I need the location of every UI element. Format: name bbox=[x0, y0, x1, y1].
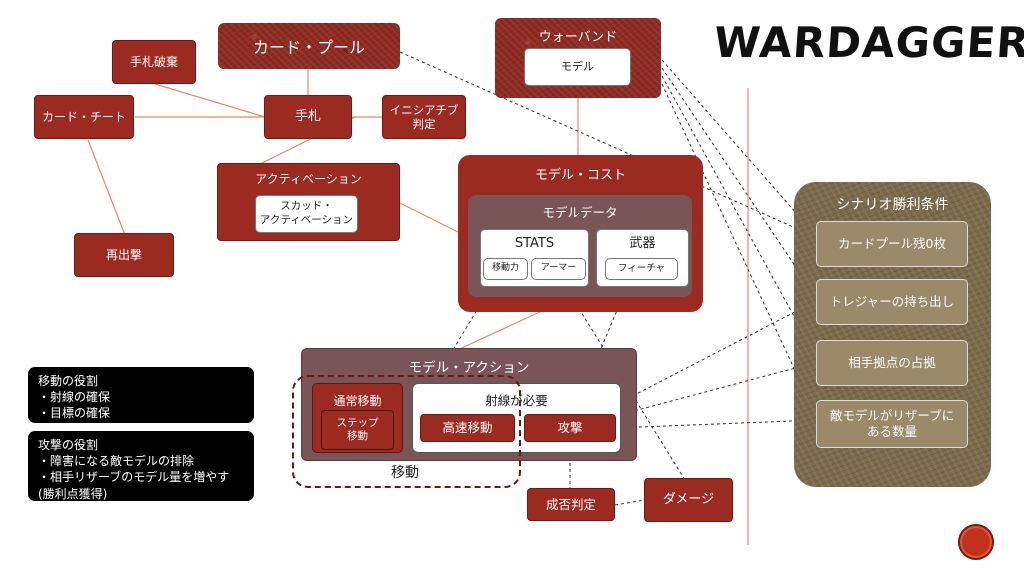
move-group bbox=[292, 375, 521, 488]
move-power-node: 移動力 bbox=[483, 258, 528, 280]
los-required-label: 射線が必要 bbox=[485, 393, 548, 408]
attack-role-note: 攻撃の役割 ・障害になる敵モデルの排除 ・相手リザーブのモデル量を増やす (勝利… bbox=[28, 431, 254, 501]
activation-label: アクティベーション bbox=[255, 172, 362, 186]
stats-label: STATS bbox=[514, 236, 555, 251]
card-pool-node: カード・プール bbox=[218, 23, 400, 69]
feature-node: フィーチャ bbox=[605, 258, 678, 280]
move-group-label: 移動 bbox=[391, 465, 419, 481]
normal-move-label: 通常移動 bbox=[333, 394, 382, 408]
fast-move-node: 高速移動 bbox=[420, 414, 515, 442]
reattack-node: 再出撃 bbox=[74, 233, 174, 277]
move-role-note: 移動の役割 ・射線の確保 ・目標の確保 bbox=[28, 367, 254, 423]
victory-item: トレジャーの持ち出し bbox=[816, 279, 968, 325]
hand-node: 手札 bbox=[264, 95, 352, 139]
logo: WARDAGGER bbox=[712, 18, 1024, 67]
victory-item: 敵モデルがリザーブに ある数量 bbox=[816, 400, 968, 448]
decorative-circle-icon bbox=[958, 524, 994, 560]
attack-node: 攻撃 bbox=[524, 414, 616, 442]
model-cost-label: モデル・コスト bbox=[534, 168, 626, 183]
damage-node: ダメージ bbox=[644, 478, 733, 522]
model-node: モデル bbox=[524, 48, 631, 86]
model-action-label: モデル・アクション bbox=[408, 360, 530, 376]
step-move-node: ステップ 移動 bbox=[321, 410, 394, 450]
card-cheat-node: カード・チート bbox=[34, 95, 134, 139]
success-check-node: 成否判定 bbox=[527, 488, 615, 521]
armor-node: アーマー bbox=[531, 258, 586, 280]
initiative-node: イニシアチブ 判定 bbox=[382, 95, 466, 139]
scud-activation-node: スカッド・ アクティベーション bbox=[255, 195, 358, 233]
discard-node: 手札破棄 bbox=[112, 40, 196, 84]
warband-label: ウォーバンド bbox=[538, 30, 618, 45]
model-data-label: モデルデータ bbox=[542, 205, 618, 220]
victory-item: 相手拠点の占拠 bbox=[816, 340, 968, 386]
weapon-label: 武器 bbox=[629, 236, 656, 251]
victory-title: シナリオ勝利条件 bbox=[836, 197, 949, 213]
victory-item: カードプール残0枚 bbox=[816, 221, 968, 267]
